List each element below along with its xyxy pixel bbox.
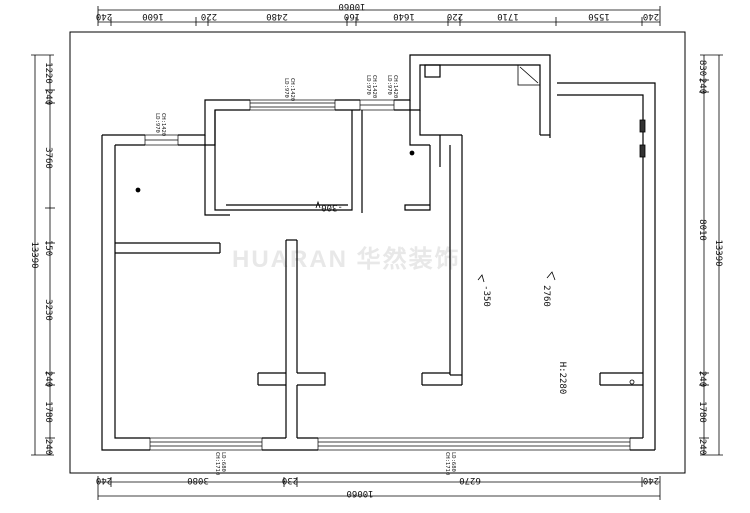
- left-seg-5: 240: [43, 371, 53, 387]
- right-seg-4: 1780: [697, 401, 707, 423]
- window-top-mid-ch: CH:1420: [289, 78, 295, 101]
- left-dimension: [31, 54, 55, 456]
- window-top-mid: [249, 99, 336, 111]
- right-segments: 830 240 8010 240 1780 240: [697, 60, 707, 455]
- window-bottom-right-ch: CH:1710: [444, 452, 450, 475]
- window-top-a-ld: LD:970: [365, 75, 371, 95]
- right-seg-5: 240: [697, 439, 707, 455]
- bottom-dimension: [97, 476, 661, 500]
- left-segments: 1220 240 3760 150 3230 240 1780 240: [43, 62, 53, 455]
- level-2760: 2760: [541, 285, 551, 307]
- left-seg-2: 3760: [43, 147, 53, 169]
- ceiling-height: H:2280: [557, 362, 567, 395]
- fixtures: [135, 64, 646, 385]
- right-seg-3: 240: [697, 371, 707, 387]
- left-seg-6: 1780: [43, 401, 53, 423]
- top-seg-8: 1550: [588, 11, 610, 21]
- bottom-segments: 240 3080 230 6270 240: [96, 475, 659, 485]
- level-350: -350: [481, 285, 491, 307]
- left-total: 13390: [29, 241, 39, 268]
- window-bottom-right-ld: LD:680: [450, 452, 456, 472]
- level-marker-1: [315, 200, 321, 209]
- right-seg-2: 8010: [697, 219, 707, 241]
- top-total: 10060: [338, 1, 365, 11]
- right-total: 13390: [713, 239, 723, 266]
- right-seg-1: 240: [697, 78, 707, 94]
- drawing-frame: [69, 31, 686, 474]
- window-top-a-ch: CH:1420: [371, 75, 377, 98]
- level-300: -300: [321, 202, 343, 212]
- window-bottom-left-ld: LD:680: [220, 452, 226, 472]
- left-seg-1: 240: [43, 89, 53, 105]
- window-top-left-ch: CH:1420: [160, 113, 166, 136]
- window-top-b-ch: CH:1420: [392, 75, 398, 98]
- kitchen-hood: [517, 64, 541, 86]
- right-seg-0: 830: [697, 60, 707, 76]
- window-bottom-left: [149, 437, 263, 451]
- annotations: -300 -350 2760 H:2280: [321, 202, 567, 394]
- top-seg-2: 220: [201, 11, 217, 21]
- top-seg-4: 160: [344, 11, 360, 21]
- top-seg-7: 1710: [497, 11, 519, 21]
- top-seg-0: 240: [96, 11, 112, 21]
- watermark: HUARAN 华然装饰: [232, 245, 461, 273]
- left-seg-0: 1220: [43, 62, 53, 84]
- level-marker-2: [477, 274, 485, 283]
- walls: [101, 54, 656, 451]
- top-seg-5: 1640: [393, 11, 415, 21]
- drain-left: [135, 187, 141, 193]
- bottom-total: 10060: [346, 488, 373, 498]
- top-seg-1: 1600: [142, 11, 164, 21]
- top-seg-3: 2480: [266, 11, 288, 21]
- left-seg-7: 240: [43, 439, 53, 455]
- windows: [144, 99, 631, 451]
- top-segments: 240 1600 220 2480 160 1640 220 1710 1550…: [96, 11, 659, 21]
- bottom-seg-4: 240: [643, 475, 659, 485]
- top-seg-6: 220: [447, 11, 463, 21]
- bottom-seg-2: 230: [282, 475, 298, 485]
- window-top-mid-ld: LD:970: [283, 78, 289, 98]
- level-marker-3: [546, 271, 556, 281]
- window-bottom-right: [317, 437, 631, 451]
- window-top-b-ld: LD:970: [386, 75, 392, 95]
- outlet: [629, 379, 635, 385]
- opening-labels: LD:970 CH:1420 LD:970 CH:1420 LD:970 CH:…: [154, 75, 456, 475]
- drain-kitchen: [409, 150, 415, 156]
- window-bottom-left-ch: CH:1710: [214, 452, 220, 475]
- bottom-seg-3: 6270: [459, 475, 481, 485]
- left-seg-3: 150: [43, 240, 53, 256]
- top-seg-9: 240: [643, 11, 659, 21]
- left-seg-4: 3230: [43, 299, 53, 321]
- bottom-seg-1: 3080: [187, 475, 209, 485]
- wall-panel: [639, 119, 646, 133]
- right-dimension: [699, 54, 723, 456]
- bottom-seg-0: 240: [96, 475, 112, 485]
- wall-panel-2: [639, 144, 646, 158]
- window-top-left-ld: LD:970: [154, 113, 160, 133]
- top-dimension: [97, 6, 661, 26]
